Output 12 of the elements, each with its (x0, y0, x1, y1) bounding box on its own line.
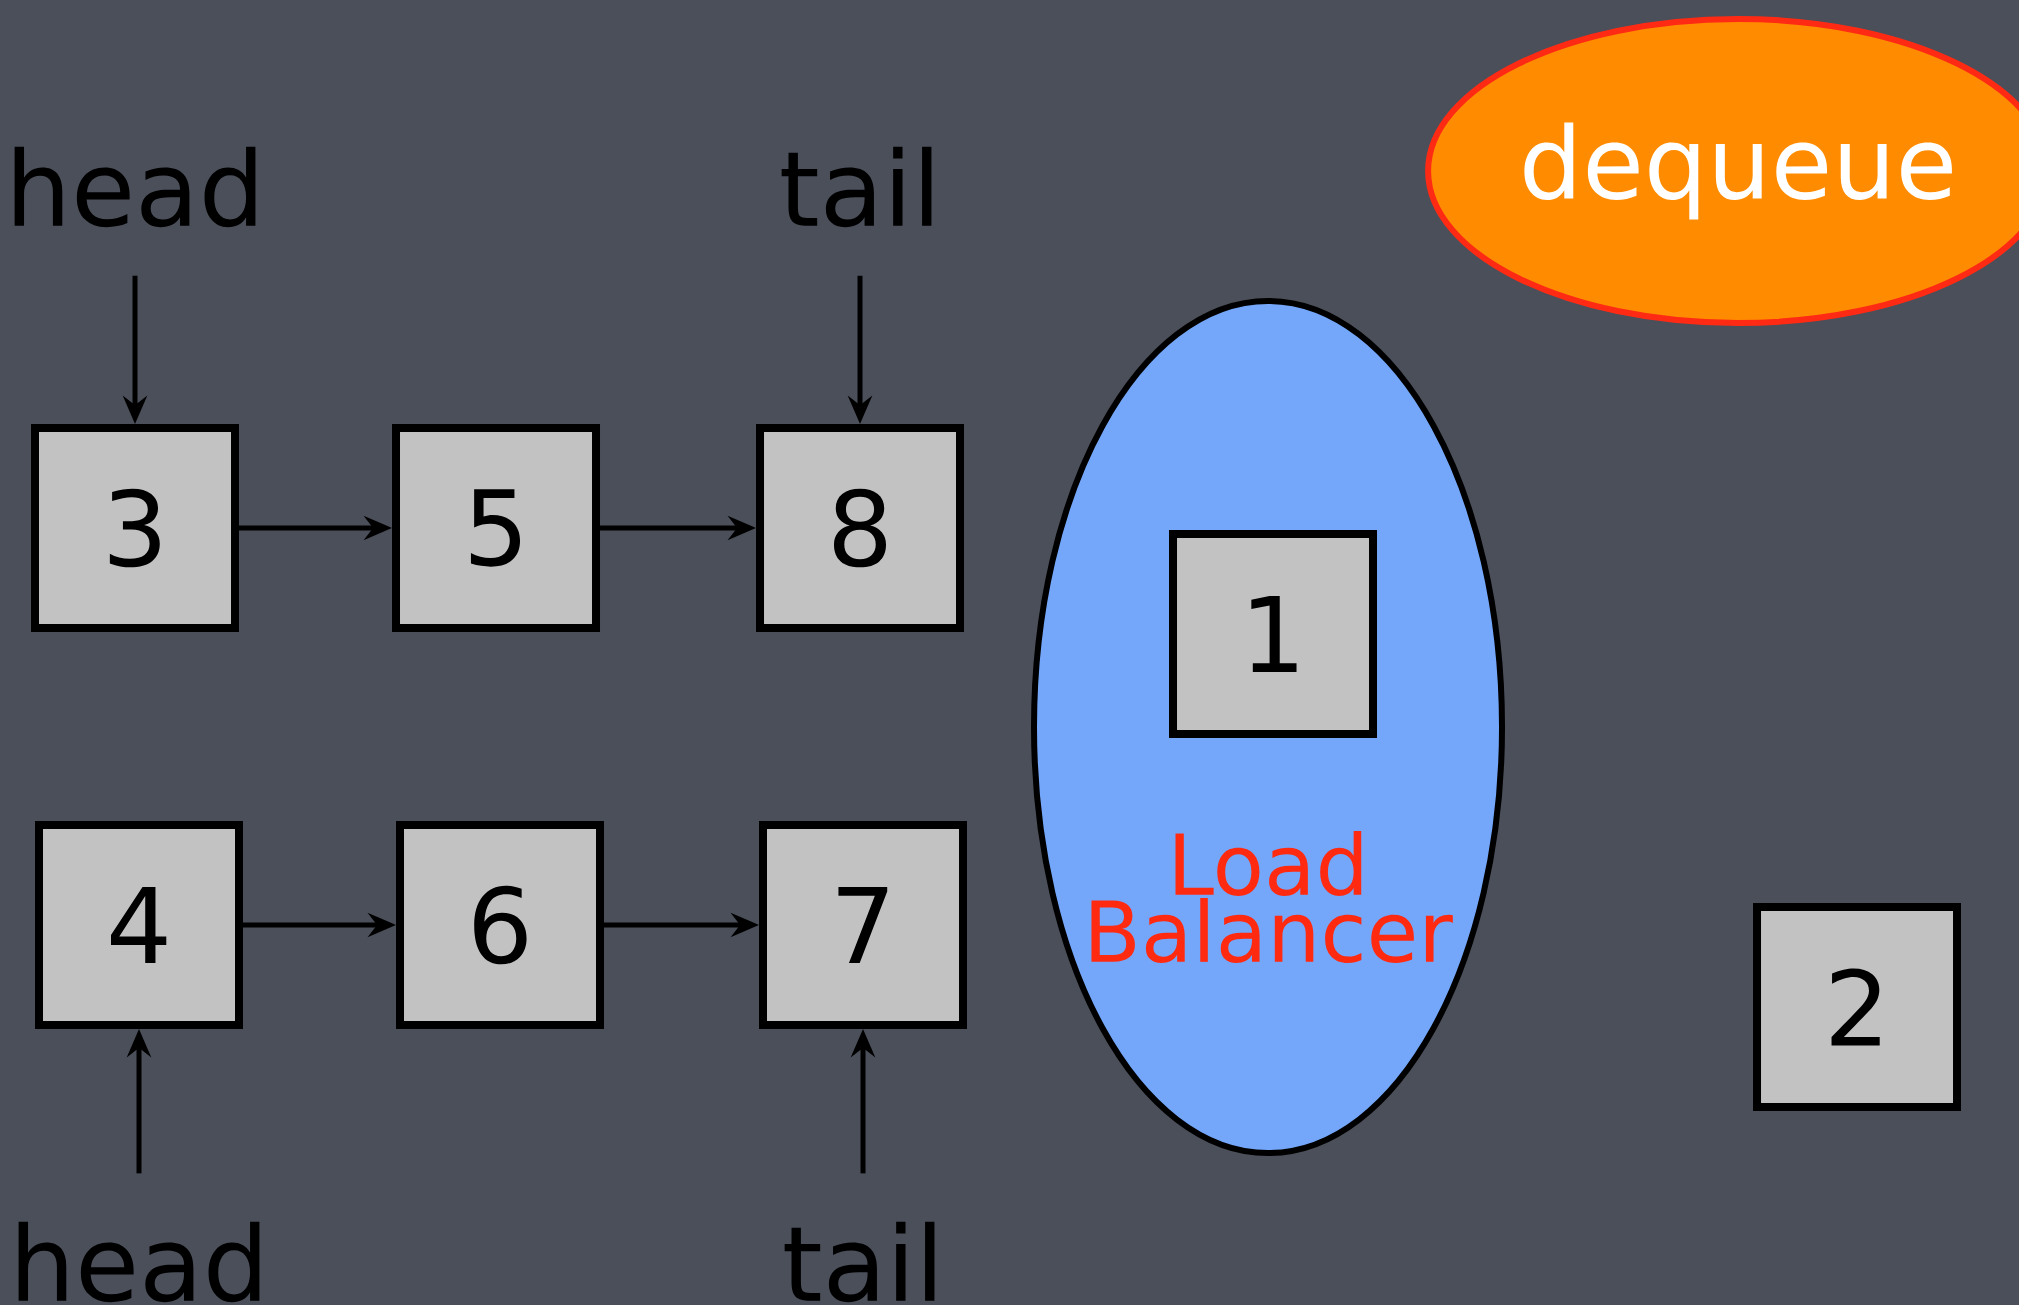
value-box: 8 (756, 424, 964, 632)
value-box: 3 (31, 424, 239, 632)
value-box: 2 (1753, 903, 1961, 1111)
value-box: 1 (1169, 530, 1377, 738)
pointer-label: head (14, 146, 256, 228)
pointer-label: tail (781, 146, 932, 228)
pointer-label: tail (784, 1221, 935, 1303)
pointer-label: head (18, 1221, 260, 1303)
value-box: 5 (392, 424, 600, 632)
value-box: 6 (396, 821, 604, 1029)
value-box: 4 (35, 821, 243, 1029)
value-box: 7 (759, 821, 967, 1029)
